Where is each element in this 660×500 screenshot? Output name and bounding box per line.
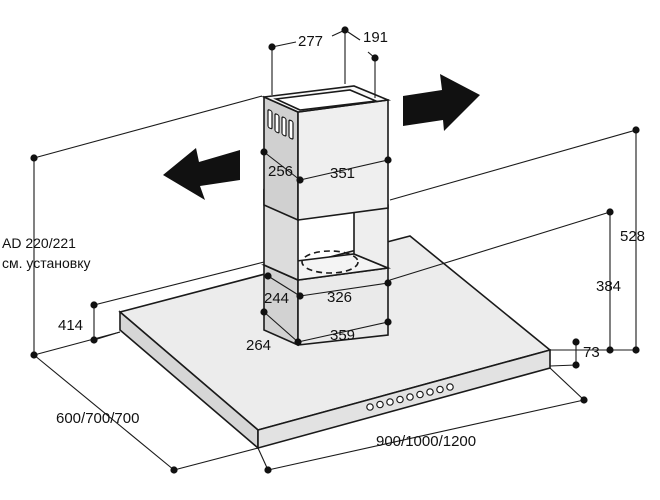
dim-dot bbox=[384, 279, 392, 287]
dim-351-line bbox=[299, 159, 389, 181]
airflow-arrow-right-icon bbox=[403, 74, 480, 131]
label-414: 414 bbox=[58, 317, 83, 334]
control-button-7 bbox=[426, 388, 434, 396]
label-244: 244 bbox=[264, 290, 289, 307]
chimney-upper bbox=[261, 85, 392, 222]
dim-dot bbox=[296, 292, 304, 300]
dim-384-top-ext bbox=[389, 211, 611, 281]
label-351: 351 bbox=[330, 165, 355, 182]
dim-414-bottom-ext bbox=[93, 331, 121, 341]
dimension-labels: 277 191 256 351 244 326 264 359 414 528 … bbox=[2, 29, 645, 450]
chimney-top-opening bbox=[273, 89, 380, 111]
dim-dot bbox=[341, 26, 349, 34]
dim-length-end-ext bbox=[549, 367, 585, 401]
label-384: 384 bbox=[596, 278, 621, 295]
label-ad-model: AD 220/221 bbox=[2, 235, 76, 251]
control-button-4 bbox=[396, 395, 404, 404]
dim-414-top-ext bbox=[93, 261, 265, 306]
dim-326-line bbox=[299, 282, 389, 297]
dim-dot bbox=[90, 301, 98, 309]
chimney-upper-front bbox=[297, 99, 389, 221]
dim-73-bottom-ext bbox=[549, 364, 577, 367]
control-button-1 bbox=[366, 403, 374, 411]
dim-dot bbox=[264, 272, 272, 280]
control-button-5 bbox=[406, 393, 414, 401]
label-359: 359 bbox=[330, 327, 355, 344]
dim-dot bbox=[632, 126, 640, 134]
vent-slot-2 bbox=[274, 113, 280, 134]
dim-dot bbox=[260, 308, 268, 316]
dim-dot bbox=[384, 318, 392, 326]
dim-bottom-depth-line bbox=[33, 331, 121, 356]
vent-slot-4 bbox=[288, 119, 294, 140]
dim-dot bbox=[30, 351, 38, 359]
dim-dot bbox=[268, 43, 276, 51]
dim-top-depth-line bbox=[33, 95, 263, 159]
dim-dot bbox=[30, 154, 38, 162]
dim-width-line bbox=[33, 354, 175, 471]
dim-dot bbox=[294, 338, 302, 346]
dim-dot bbox=[384, 156, 392, 164]
label-277: 277 bbox=[298, 33, 323, 50]
dim-528-top-ext bbox=[389, 129, 637, 201]
label-528: 528 bbox=[620, 228, 645, 245]
control-buttons bbox=[366, 383, 454, 411]
dim-dot bbox=[90, 336, 98, 344]
airflow-arrows bbox=[163, 74, 480, 200]
label-73: 73 bbox=[583, 344, 600, 361]
vent-slot-1 bbox=[267, 109, 273, 130]
dim-width-end-ext bbox=[173, 447, 259, 471]
dim-256-line bbox=[263, 151, 301, 181]
dim-dot bbox=[296, 176, 304, 184]
control-button-8 bbox=[436, 385, 444, 394]
control-button-3 bbox=[386, 398, 394, 406]
vent-slot-3 bbox=[281, 116, 287, 137]
control-button-6 bbox=[416, 390, 424, 399]
label-see-installation: см. установку bbox=[2, 255, 91, 271]
label-264: 264 bbox=[246, 337, 271, 354]
label-length: 900/1000/1200 bbox=[376, 433, 476, 450]
dim-359-line bbox=[297, 321, 389, 343]
dimension-dots bbox=[30, 26, 640, 474]
airflow-arrow-left-icon bbox=[163, 148, 240, 200]
dim-dot bbox=[606, 346, 614, 354]
dim-dot bbox=[572, 361, 580, 369]
dim-244-line bbox=[267, 275, 301, 297]
dim-length-line bbox=[267, 399, 585, 471]
label-width: 600/700/700 bbox=[56, 410, 139, 427]
dim-dot bbox=[632, 346, 640, 354]
dim-dot bbox=[606, 208, 614, 216]
control-button-2 bbox=[376, 400, 384, 409]
dim-dot bbox=[170, 466, 178, 474]
label-191: 191 bbox=[363, 29, 388, 46]
label-326: 326 bbox=[327, 289, 352, 306]
dim-264-line bbox=[263, 311, 299, 343]
dim-dot bbox=[264, 466, 272, 474]
control-button-9 bbox=[446, 383, 454, 391]
dim-dot bbox=[371, 54, 379, 62]
duct-opening-outline bbox=[301, 250, 359, 274]
dim-dot bbox=[580, 396, 588, 404]
vent-slots bbox=[267, 109, 294, 140]
dim-277-line-a bbox=[271, 41, 297, 48]
chimney-lower bbox=[261, 188, 392, 347]
label-256: 256 bbox=[268, 163, 293, 180]
dim-length-start-ext bbox=[257, 447, 269, 471]
dim-dot bbox=[572, 338, 580, 346]
dim-dot bbox=[260, 148, 268, 156]
